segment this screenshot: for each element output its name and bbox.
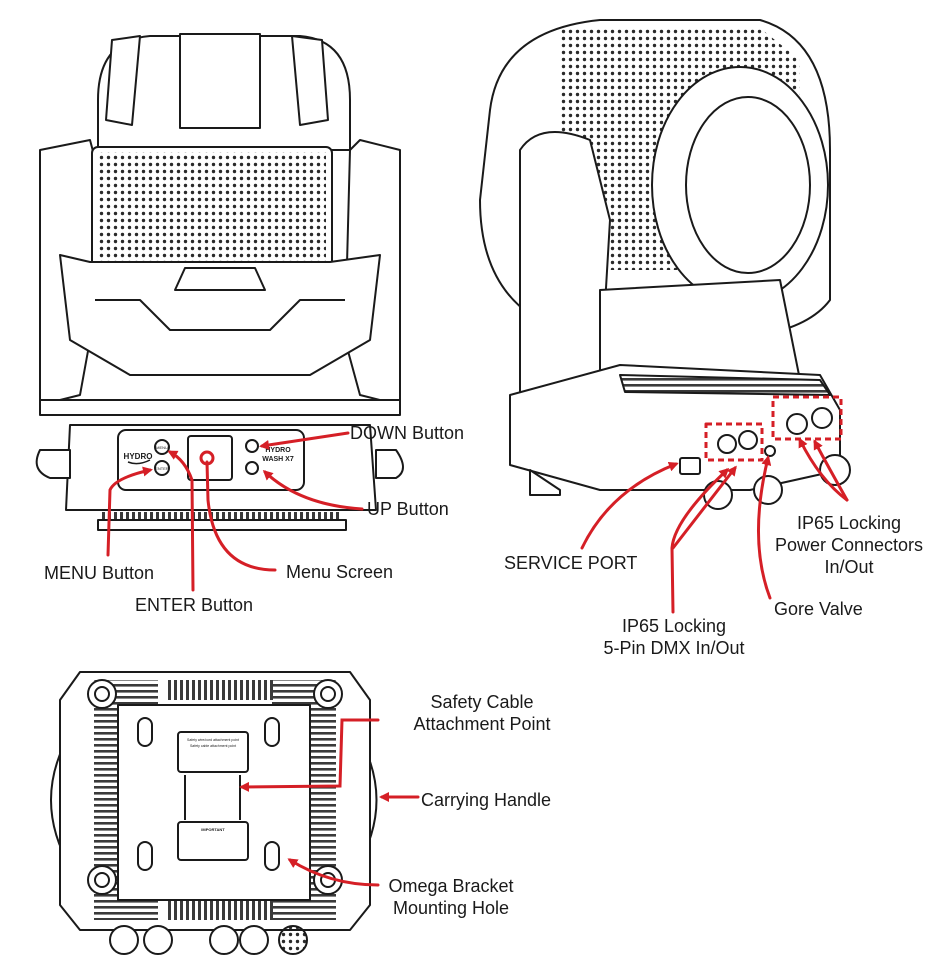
label-safety-cable: Safety Cable Attachment Point — [402, 691, 562, 735]
omega-hole — [264, 717, 280, 747]
callout-safety — [239, 718, 380, 792]
yoke-arm — [519, 131, 611, 396]
menu-key — [154, 439, 170, 455]
callout-menu — [106, 466, 153, 557]
dmx-connector-in — [717, 434, 737, 454]
menu-key-label: MENU — [156, 445, 168, 450]
label-dmx-line1: IP65 Locking — [621, 616, 727, 636]
callout-down — [259, 431, 350, 450]
label-omega-bracket: Omega Bracket Mounting Hole — [378, 875, 524, 919]
enter-key — [154, 460, 170, 476]
important-sticker — [177, 821, 249, 861]
label-menu-screen: Menu Screen — [286, 562, 394, 582]
svg-text:IMPORTANT: IMPORTANT — [201, 827, 225, 832]
label-power-line2: Power Connectors — [774, 535, 924, 555]
power-connector-in — [786, 413, 808, 435]
angled-view — [479, 19, 851, 510]
head-chin — [59, 254, 381, 376]
callout-lines — [106, 431, 849, 887]
brand-logo: HYDRO — [124, 452, 153, 461]
omega-hole — [137, 841, 153, 871]
bottom-view: Safety wire/cord attachment point Safety… — [50, 671, 378, 955]
gore-valve — [764, 445, 776, 457]
head-fin-right — [291, 35, 329, 126]
head-fin-left — [105, 35, 141, 126]
label-menu-button: MENU Button — [44, 563, 155, 583]
callout-power — [813, 439, 849, 502]
label-gore-valve: Gore Valve — [774, 599, 863, 619]
label-omega-line2: Mounting Hole — [392, 898, 510, 918]
power-connector-out — [811, 407, 833, 429]
omega-hole — [137, 717, 153, 747]
omega-hole — [264, 841, 280, 871]
front-view: HYDRO HYDRO WASH X7 MENU ENTER — [35, 33, 404, 531]
label-dmx-line2: 5-Pin DMX In/Out — [603, 638, 745, 658]
svg-text:Safety wire/cord attachment po: Safety wire/cord attachment point — [187, 738, 239, 742]
callout-service — [580, 461, 679, 550]
label-power-line3: In/Out — [824, 557, 874, 577]
mounting-plate — [117, 704, 311, 901]
label-power: IP65 Locking Power Connectors In/Out — [764, 512, 934, 578]
callout-screen — [205, 460, 277, 572]
label-power-line1: IP65 Locking — [796, 513, 902, 533]
down-key — [245, 461, 259, 475]
screen-marker — [199, 450, 215, 466]
svg-text:Safety cable attachment point: Safety cable attachment point — [190, 744, 236, 748]
label-down-button: DOWN Button — [350, 423, 465, 443]
base-plate — [39, 399, 401, 416]
label-dmx: IP65 Locking 5-Pin DMX In/Out — [592, 615, 756, 659]
label-omega-line1: Omega Bracket — [388, 876, 514, 896]
label-enter-button: ENTER Button — [135, 595, 254, 615]
service-port — [679, 457, 701, 475]
dmx-connector-out — [738, 430, 758, 450]
up-key — [245, 439, 259, 453]
menu-screen — [187, 435, 233, 481]
safety-sticker — [177, 731, 249, 773]
label-carrying-handle: Carrying Handle — [421, 790, 552, 810]
enter-key-label: ENTER — [155, 466, 169, 471]
callout-omega — [287, 858, 380, 887]
label-up-button: UP Button — [367, 499, 449, 519]
dmx-highlight-box — [704, 422, 764, 462]
model-name-line1: HYDRO — [265, 447, 291, 454]
callout-gore — [756, 455, 772, 600]
callout-up — [262, 469, 364, 511]
callout-enter — [167, 450, 195, 592]
head-fin-center — [179, 33, 261, 129]
label-safety-line1: Safety Cable — [430, 692, 534, 712]
label-service-port: SERVICE PORT — [504, 553, 638, 573]
model-name-line2: WASH X7 — [262, 456, 294, 463]
label-safety-line2: Attachment Point — [413, 714, 551, 734]
